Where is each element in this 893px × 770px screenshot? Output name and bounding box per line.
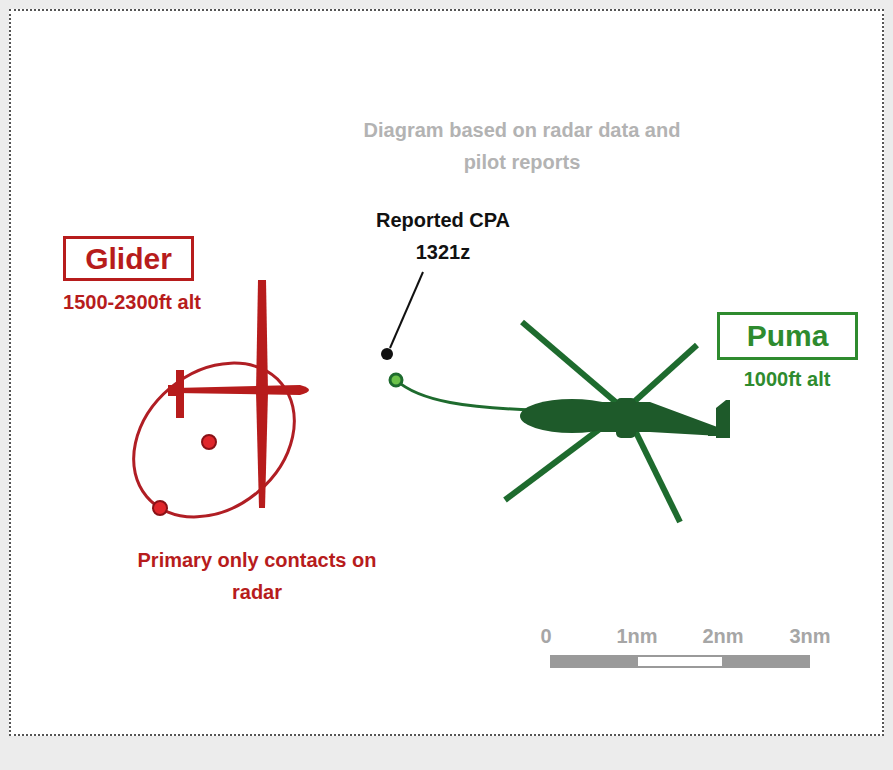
scale-number: 1nm [607,620,667,652]
glider-label-box: Glider [63,236,194,281]
scale-number: 2nm [693,620,753,652]
radar-contact [153,501,167,515]
puma-label-box: Puma [717,312,858,360]
altitude-note: 1000ft alt [717,363,857,395]
node-title: Puma [747,321,829,351]
leader-line [390,272,423,348]
scale-number: 3nm [780,620,840,652]
puma-track [396,380,535,410]
scale-bar [550,655,810,668]
radar-note: Primary only contacts on radar [132,544,382,608]
diagram-note: Diagram based on radar data and pilot re… [362,114,682,178]
altitude-note: 1500-2300ft alt [22,286,242,318]
glider-silhouette [168,280,309,508]
puma-silhouette [505,322,730,522]
node-title: Glider [85,244,172,274]
radar-contact [202,435,216,449]
glider-orbit [103,331,325,548]
cpa-note: Reported CPA 1321z [358,204,528,268]
cpa-dot [381,348,393,360]
puma-position [390,374,402,386]
scale-number: 0 [526,620,566,652]
